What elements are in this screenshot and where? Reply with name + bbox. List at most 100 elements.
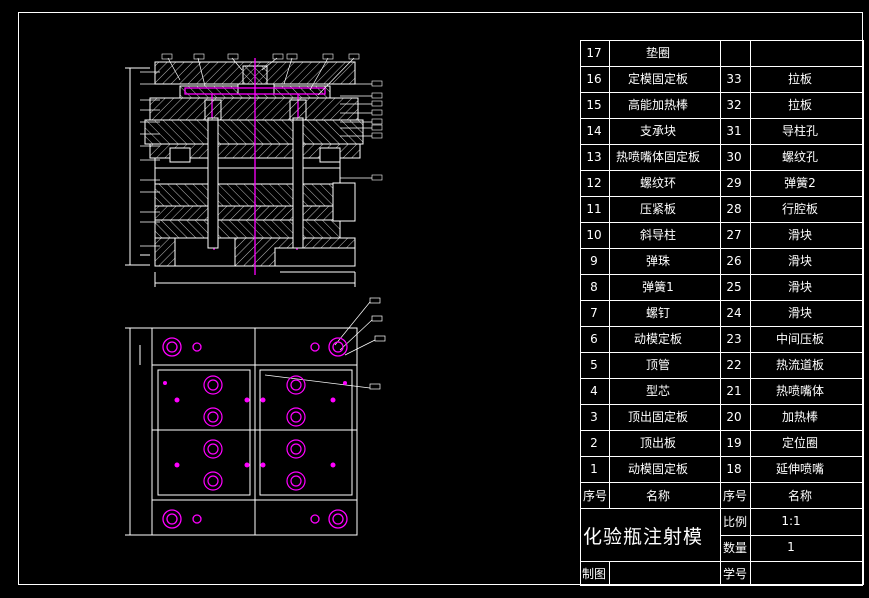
part-name: 动模固定板 — [627, 462, 689, 476]
part-name: 定位圈 — [781, 436, 819, 450]
header-name-2: 名称 — [787, 489, 813, 503]
quantity-label: 数量 — [722, 541, 748, 555]
table-rule — [580, 508, 863, 509]
part-number: 25 — [726, 280, 742, 294]
part-name: 滑块 — [787, 228, 813, 242]
part-number: 11 — [586, 202, 602, 216]
part-number: 14 — [586, 124, 602, 138]
table-rule — [580, 326, 863, 327]
part-number: 19 — [726, 436, 742, 450]
header-no: 序号 — [582, 489, 608, 503]
part-number: 28 — [726, 202, 742, 216]
part-number: 4 — [590, 384, 598, 398]
part-number: 17 — [586, 46, 602, 60]
part-name: 顶出固定板 — [627, 410, 689, 424]
part-name: 定模固定板 — [627, 72, 689, 86]
part-name: 顶出板 — [639, 436, 677, 450]
part-name: 行腔板 — [781, 202, 819, 216]
table-rule — [720, 40, 721, 509]
table-rule — [580, 222, 863, 223]
part-number: 22 — [726, 358, 742, 372]
part-number: 6 — [590, 332, 598, 346]
drawn-by-label: 制图 — [581, 567, 607, 581]
table-rule — [609, 561, 610, 585]
table-rule — [580, 144, 863, 145]
table-rule — [580, 170, 863, 171]
part-number: 2 — [590, 436, 598, 450]
part-name: 拉板 — [787, 72, 813, 86]
part-name: 滑块 — [787, 306, 813, 320]
part-number: 5 — [590, 358, 598, 372]
part-number: 7 — [590, 306, 598, 320]
part-name: 加热棒 — [781, 410, 819, 424]
part-name: 拉板 — [787, 98, 813, 112]
table-rule — [580, 248, 863, 249]
table-rule — [720, 509, 721, 585]
table-rule — [750, 40, 751, 509]
part-number: 20 — [726, 410, 742, 424]
part-name: 螺钉 — [645, 306, 671, 320]
part-name: 导柱孔 — [781, 124, 819, 138]
part-name: 热喷嘴体 — [775, 384, 825, 398]
part-name: 中间压板 — [775, 332, 825, 346]
table-rule — [580, 196, 863, 197]
table-rule — [580, 430, 863, 431]
table-rule — [609, 40, 610, 509]
parts-list-table — [580, 40, 863, 585]
part-number: 3 — [590, 410, 598, 424]
part-number: 26 — [726, 254, 742, 268]
part-number: 1 — [590, 462, 598, 476]
part-name: 滑块 — [787, 280, 813, 294]
student-id-label: 学号 — [722, 567, 748, 581]
table-rule — [580, 40, 863, 41]
section-view — [125, 53, 383, 287]
table-rule — [580, 352, 863, 353]
drawing-title: 化验瓶注射模 — [583, 526, 704, 548]
part-number: 27 — [726, 228, 742, 242]
header-no-2: 序号 — [722, 489, 748, 503]
part-number: 33 — [726, 72, 742, 86]
part-name: 延伸喷嘴 — [775, 462, 825, 476]
table-rule — [580, 561, 863, 562]
part-number: 10 — [586, 228, 602, 242]
part-number: 24 — [726, 306, 742, 320]
part-number: 29 — [726, 176, 742, 190]
table-rule — [580, 404, 863, 405]
drawing-border — [18, 12, 863, 585]
part-name: 弹簧2 — [784, 176, 816, 190]
part-number: 30 — [726, 150, 742, 164]
table-rule — [580, 118, 863, 119]
table-rule — [580, 378, 863, 379]
part-number: 8 — [590, 280, 598, 294]
scale-label: 比例 — [722, 515, 748, 529]
part-number: 23 — [726, 332, 742, 346]
part-name: 弹簧1 — [642, 280, 674, 294]
table-rule — [750, 509, 751, 561]
part-number: 31 — [726, 124, 742, 138]
part-name: 热流道板 — [775, 358, 825, 372]
part-name: 弹珠 — [645, 254, 671, 268]
part-name: 热喷嘴体固定板 — [615, 150, 701, 164]
table-rule — [580, 40, 581, 509]
table-rule — [580, 92, 863, 93]
table-rule — [720, 535, 863, 536]
quantity-value: 1 — [787, 540, 795, 554]
part-name: 螺纹孔 — [781, 150, 819, 164]
part-number: 32 — [726, 98, 742, 112]
table-rule — [580, 66, 863, 67]
part-name: 压紧板 — [639, 202, 677, 216]
table-rule — [580, 274, 863, 275]
part-number: 18 — [726, 462, 742, 476]
table-rule — [750, 561, 751, 585]
plan-view — [125, 297, 386, 536]
scale-value: 1:1 — [781, 514, 801, 528]
table-rule — [580, 482, 863, 483]
part-name: 斜导柱 — [639, 228, 677, 242]
part-name: 垫圈 — [645, 46, 671, 60]
part-name: 滑块 — [787, 254, 813, 268]
part-number: 12 — [586, 176, 602, 190]
header-name: 名称 — [645, 489, 671, 503]
part-number: 21 — [726, 384, 742, 398]
part-name: 型芯 — [645, 384, 671, 398]
